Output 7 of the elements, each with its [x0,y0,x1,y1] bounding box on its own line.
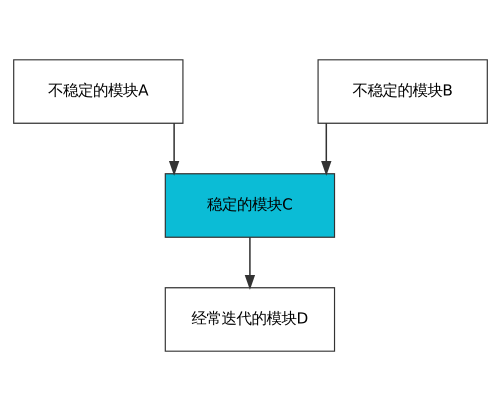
node-box: 不稳定的模块B [316,58,488,124]
arrow [168,122,179,176]
node-box: 经常迭代的模块D [164,286,335,352]
node-box: 不稳定的模块A [12,58,184,124]
node-box: 稳定的模块C [164,172,335,238]
arrow [244,236,255,290]
arrow [320,122,331,176]
